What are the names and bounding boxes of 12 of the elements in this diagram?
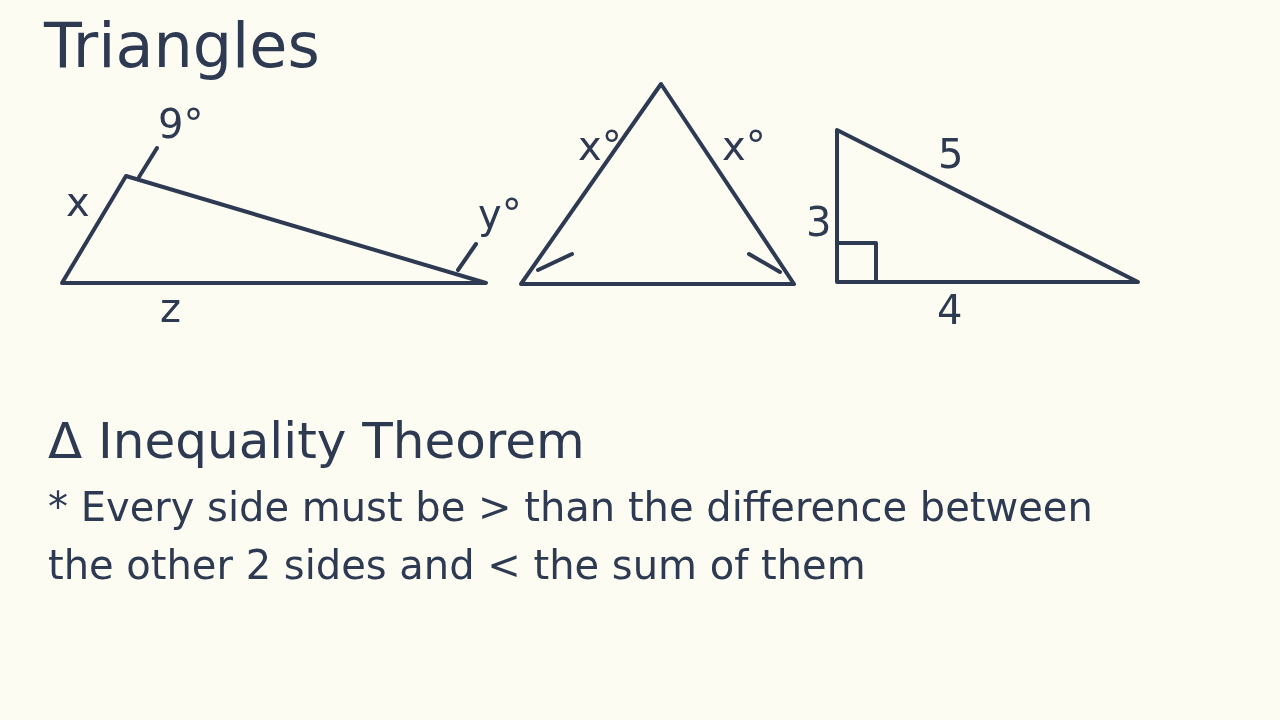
theorem-text: * Every side must be > than the difference between the other 2 sides and < the sum of them (48, 483, 1094, 590)
angle-label: y° (478, 192, 522, 236)
angle-label: x° (578, 124, 622, 168)
side-label: 3 (806, 200, 832, 244)
side-label: 5 (938, 132, 964, 176)
side-label: 4 (937, 288, 963, 332)
title: Triangles (44, 12, 320, 81)
heading: Δ Inequality Theorem (48, 414, 585, 469)
angle-label: 9° (158, 102, 204, 146)
angle-label: x° (722, 124, 766, 168)
side-label: x (66, 180, 90, 224)
side-label: z (160, 286, 181, 330)
